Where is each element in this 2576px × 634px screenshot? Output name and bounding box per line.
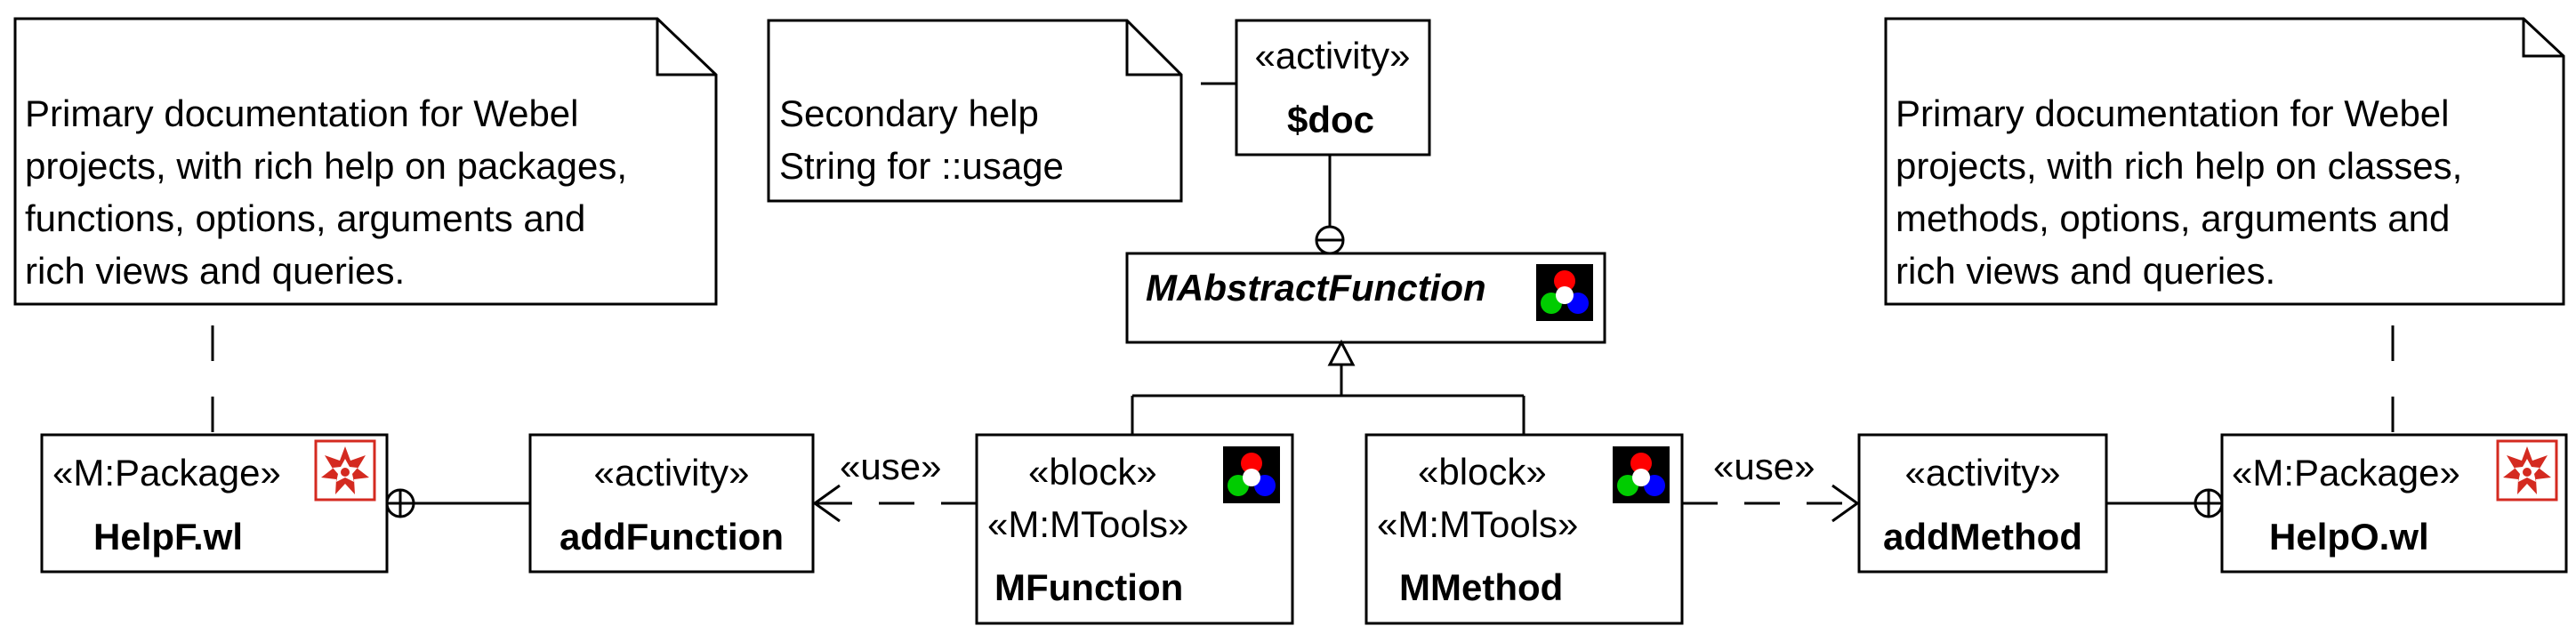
doc-activity-box (1235, 19, 1431, 156)
note-left-text: Primary documentation for Webel projects… (25, 92, 628, 292)
mathematica-spikey-icon (2496, 439, 2558, 502)
note-right-text: Primary documentation for Webel projects… (1896, 92, 2463, 292)
mfunction-name: MFunction (994, 566, 1184, 608)
mtools-rgb-circles-icon (1613, 446, 1670, 503)
addmethod-name: addMethod (1883, 516, 2082, 558)
helpo-name: HelpO.wl (2269, 516, 2429, 558)
doc-stereotype: «activity» (1254, 35, 1411, 76)
mmethod-name: MMethod (1399, 566, 1564, 608)
note-left-shape (13, 17, 718, 306)
doc-name: $doc (1286, 99, 1375, 140)
use-label-left: «use» (840, 445, 942, 487)
mmethod-stereotype-mtools: «M:MTools» (1377, 503, 1579, 545)
helpf-stereotype: «M:Package» (52, 452, 281, 494)
generalization-triangle (1327, 339, 1356, 366)
addmethod-stereotype: «activity» (1904, 452, 2061, 494)
use-label-right: «use» (1713, 445, 1815, 487)
mathematica-spikey-icon (314, 439, 376, 502)
addfunction-stereotype: «activity» (593, 452, 750, 494)
mfunction-stereotype-block: «block» (1028, 451, 1157, 493)
mmethod-stereotype-block: «block» (1418, 451, 1547, 493)
mabstractfunction-name: MAbstractFunction (1146, 267, 1486, 309)
note-right-shape (1884, 17, 2565, 306)
helpf-name: HelpF.wl (93, 516, 244, 558)
addfunction-name: addFunction (559, 516, 784, 558)
mtools-rgb-circles-icon (1536, 264, 1593, 321)
helpo-stereotype: «M:Package» (2232, 452, 2460, 494)
mtools-rgb-circles-icon (1223, 446, 1280, 503)
addfunction-activity-box (528, 433, 815, 574)
addmethod-activity-box (1857, 433, 2108, 574)
mfunction-stereotype-mtools: «M:MTools» (987, 503, 1189, 545)
note-middle-shape (767, 19, 1183, 203)
note-middle-text: Secondary help String for ::usage (779, 92, 1064, 187)
mabstractfunction-box (1125, 252, 1606, 344)
